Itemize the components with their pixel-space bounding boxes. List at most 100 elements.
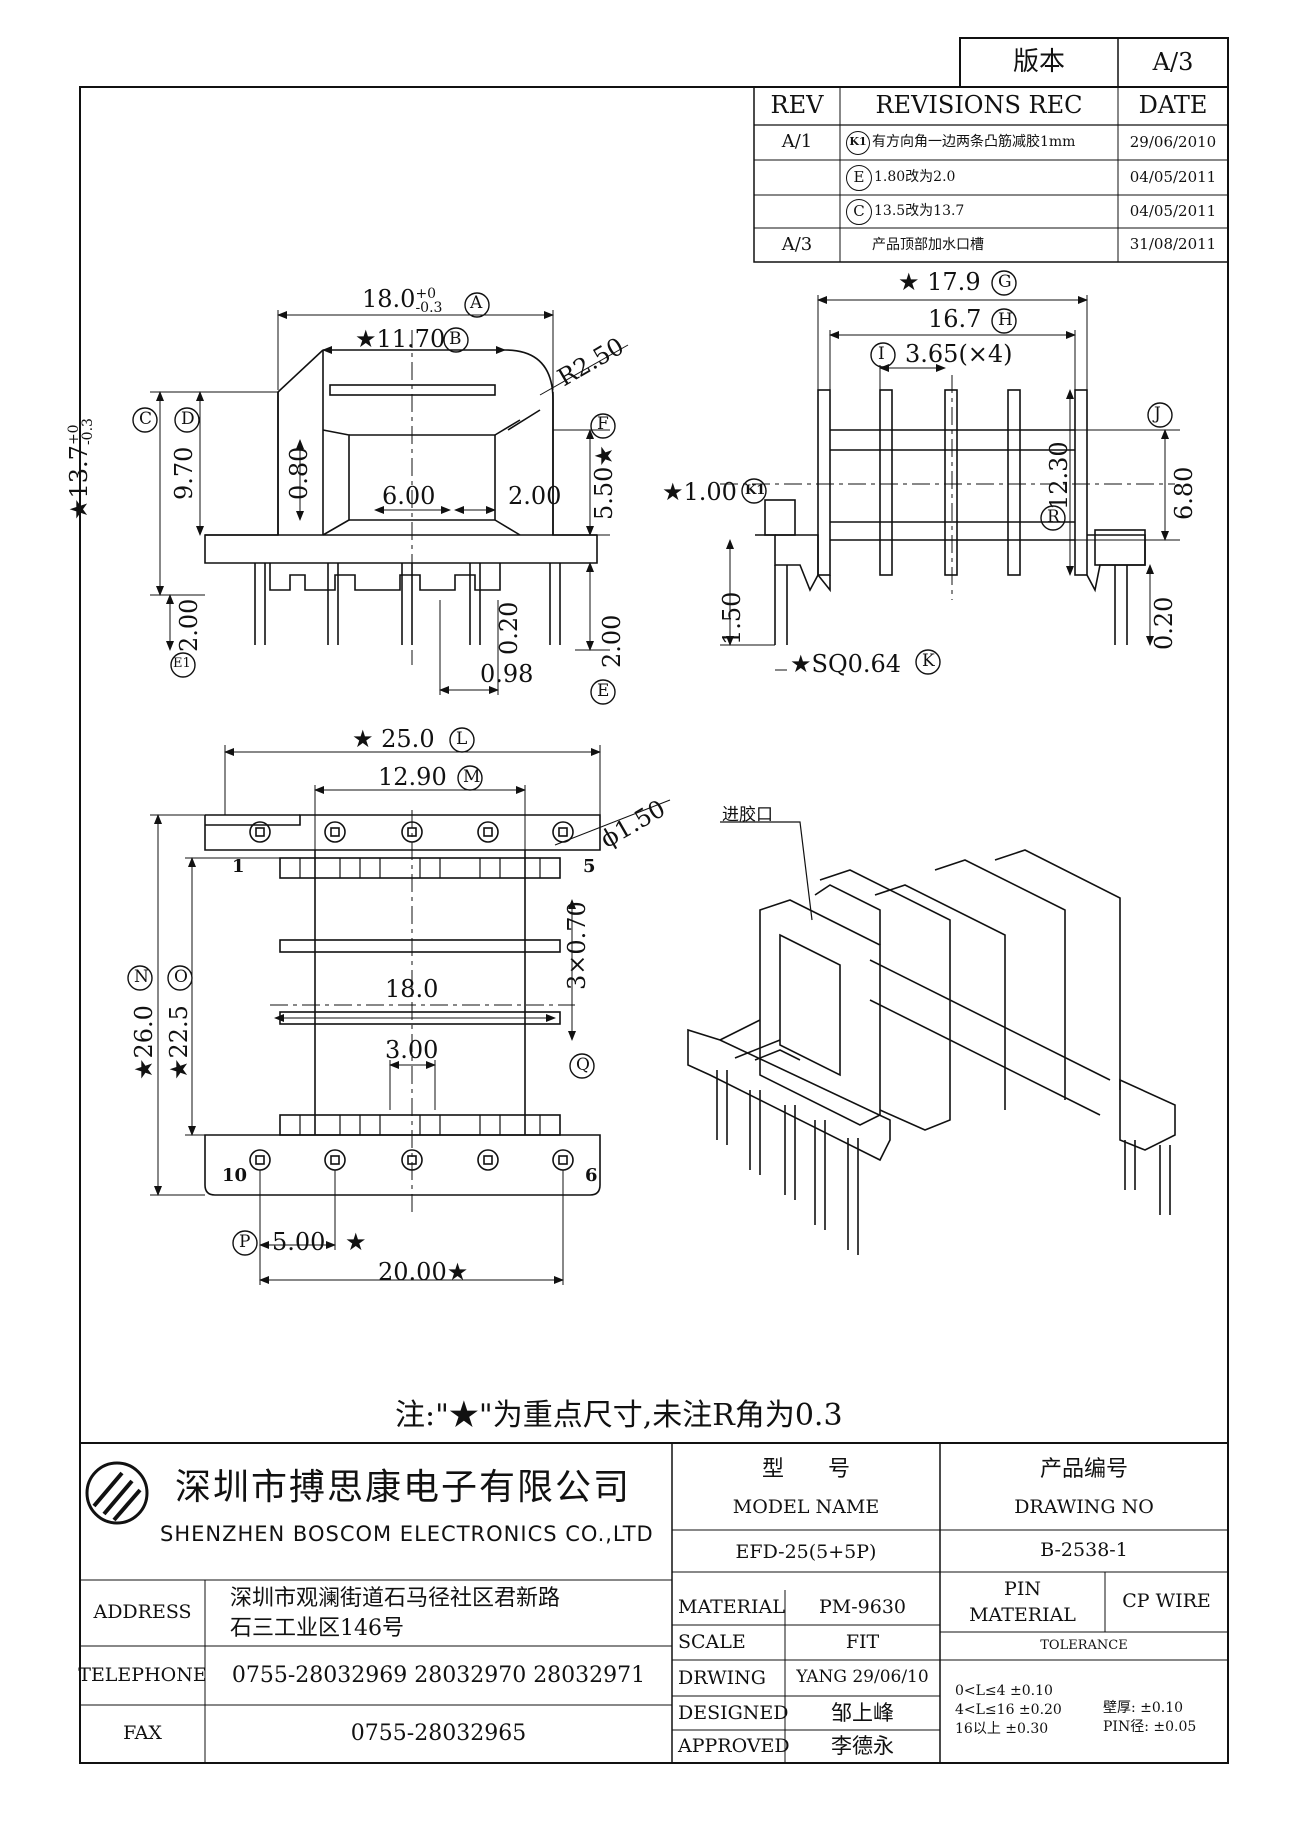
dim-i: 3.65(×4) (905, 340, 1013, 368)
revision-mark-icon: K1 (846, 130, 870, 155)
dim-2000: 20.00★ (378, 1258, 469, 1286)
rev-row-2-date: 04/05/2011 (1129, 167, 1217, 186)
material-value: PM-9630 (818, 1595, 906, 1618)
dim-180: 18.0 (385, 975, 439, 1003)
drawing-note: 注:"★"为重点尺寸,未注R角为0.3 (395, 1398, 843, 1433)
rev-row-4-date: 31/08/2011 (1129, 235, 1217, 254)
pin-dia-tolerance: PIN径: ±0.05 (1103, 1719, 1197, 1735)
star-mark: ★ (345, 1228, 367, 1256)
rev-note-text: 1.80改为2.0 (874, 169, 956, 186)
rev-header: REV (770, 91, 824, 120)
dim-f: 5.50★ (590, 445, 618, 520)
dim-g: ★ 17.9 (898, 268, 981, 296)
mark-k1: K1 (745, 483, 766, 498)
side-view (720, 375, 1175, 645)
dim-b: ★11.70 (355, 325, 446, 353)
mark-l: L (456, 729, 468, 749)
revisions-rec-header: REVISIONS REC (875, 91, 1083, 120)
wall-tolerance: 壁厚: ±0.10 (1103, 1700, 1184, 1716)
fax-value: 0755-28032965 (350, 1721, 527, 1747)
address-line-1: 深圳市观澜街道石马径社区君新路 (230, 1586, 561, 1611)
revision-mark-icon: C (846, 198, 872, 225)
dim-d: 9.70 (170, 446, 198, 500)
scale-value: FIT (845, 1630, 880, 1653)
pin-label-1: 1 (232, 856, 245, 877)
tolerance-values: 0<L≤4 ±0.10 4<L≤16 ±0.20 16以上 ±0.30 (955, 1682, 1062, 1739)
mark-p: P (239, 1232, 251, 1252)
logo-icon (85, 1461, 149, 1525)
mark-n: N (134, 967, 149, 987)
dim-o: ★22.5 (165, 1005, 193, 1080)
drawing-no-label-en: DRAWING NO (1014, 1495, 1154, 1518)
drwing-value: YANG 29/06/10 (796, 1667, 929, 1688)
mark-f: F (597, 414, 609, 434)
mark-d: D (181, 409, 195, 429)
model-label-cn: 型 号 (761, 1457, 850, 1483)
model-label-en: MODEL NAME (732, 1495, 880, 1518)
dim-n: ★26.0 (130, 1005, 158, 1080)
company-name-cn: 深圳市搏思康电子有限公司 (175, 1467, 632, 1508)
mark-k: K (922, 651, 935, 671)
approved-label: APPROVED (678, 1735, 790, 1758)
rev-row-3-note: C 13.5改为13.7 (846, 195, 1116, 228)
fax-label: FAX (123, 1722, 162, 1745)
dim-l: ★ 25.0 (352, 725, 435, 753)
mark-b: B (449, 329, 462, 349)
mark-e: E (597, 681, 610, 701)
pin-material-label-line2: MATERIAL (969, 1604, 1076, 1626)
rev-note-text: 13.5改为13.7 (874, 203, 965, 220)
dim-side-020: 0.20 (1150, 596, 1178, 650)
rev-row-3-date: 04/05/2011 (1129, 201, 1217, 220)
scale-label: SCALE (678, 1631, 746, 1654)
pin-material-label-line1: PIN (1004, 1578, 1041, 1600)
address-line-2: 石三工业区146号 (230, 1616, 404, 1641)
dim-j: 6.80 (1170, 466, 1198, 520)
pin-label-10: 10 (222, 1165, 248, 1186)
dim-k: ★SQ0.64 (790, 650, 902, 678)
dim-k1: ★1.00 (662, 478, 737, 506)
dim-300: 3.00 (385, 1036, 439, 1064)
dim-c: ★13.7+0-0.3 (65, 418, 96, 520)
bottom-view (204, 810, 601, 1215)
rev-note-text: 有方向角一边两条凸筋减胶1mm (872, 134, 1076, 151)
dim-098: 0.98 (480, 660, 534, 688)
rev-row-2-note: E 1.80改为2.0 (846, 160, 1116, 195)
drawing-no-label-cn: 产品编号 (1039, 1457, 1128, 1483)
dim-r: 12.30 (1045, 441, 1073, 510)
pin-label-6: 6 (585, 1165, 598, 1186)
mark-r: R (1047, 507, 1060, 527)
mark-h: H (998, 310, 1013, 330)
front-view (204, 330, 598, 665)
revision-mark-icon: E (846, 164, 872, 191)
company-logo (82, 1458, 152, 1528)
material-label: MATERIAL (678, 1596, 785, 1619)
pin-material-label: PIN MATERIAL (940, 1572, 1105, 1632)
tolerance-row-2: 4<L≤16 ±0.20 (955, 1702, 1062, 1718)
wall-pin-tolerance: 壁厚: ±0.10 PIN径: ±0.05 (1103, 1699, 1196, 1737)
designed-value: 邹上峰 (831, 1700, 894, 1725)
rev-row-1-date: 29/06/2010 (1129, 132, 1217, 151)
pin-material-value: CP WIRE (1122, 1590, 1211, 1613)
callout-circles (127, 270, 1173, 1256)
mark-q: Q (576, 1055, 590, 1075)
model-value: EFD-25(5+5P) (735, 1540, 877, 1563)
dim-a: 18.0+0-0.3 (362, 285, 443, 316)
dim-p: 5.00 (272, 1228, 326, 1256)
mark-j: J (1154, 404, 1161, 424)
tolerance-row-1: 0<L≤4 ±0.10 (955, 1683, 1053, 1699)
version-label: 版本 (1012, 46, 1065, 77)
dim-200: 2.00 (508, 482, 562, 510)
version-value: A/3 (1152, 47, 1194, 76)
dim-slot: 3×0.70 (563, 901, 591, 990)
mark-c: C (139, 409, 153, 429)
dim-e: 2.00 (598, 614, 626, 668)
drawing-no-value: B-2538-1 (1040, 1539, 1128, 1562)
mark-o: O (174, 967, 188, 987)
dim-h: 16.7 (928, 305, 982, 333)
rev-row-1-rev: A/1 (781, 131, 813, 153)
dim-m: 12.90 (378, 763, 447, 791)
mark-m: M (463, 767, 481, 787)
telephone-label: TELEPHONE (78, 1663, 207, 1686)
address-label: ADDRESS (93, 1601, 192, 1624)
